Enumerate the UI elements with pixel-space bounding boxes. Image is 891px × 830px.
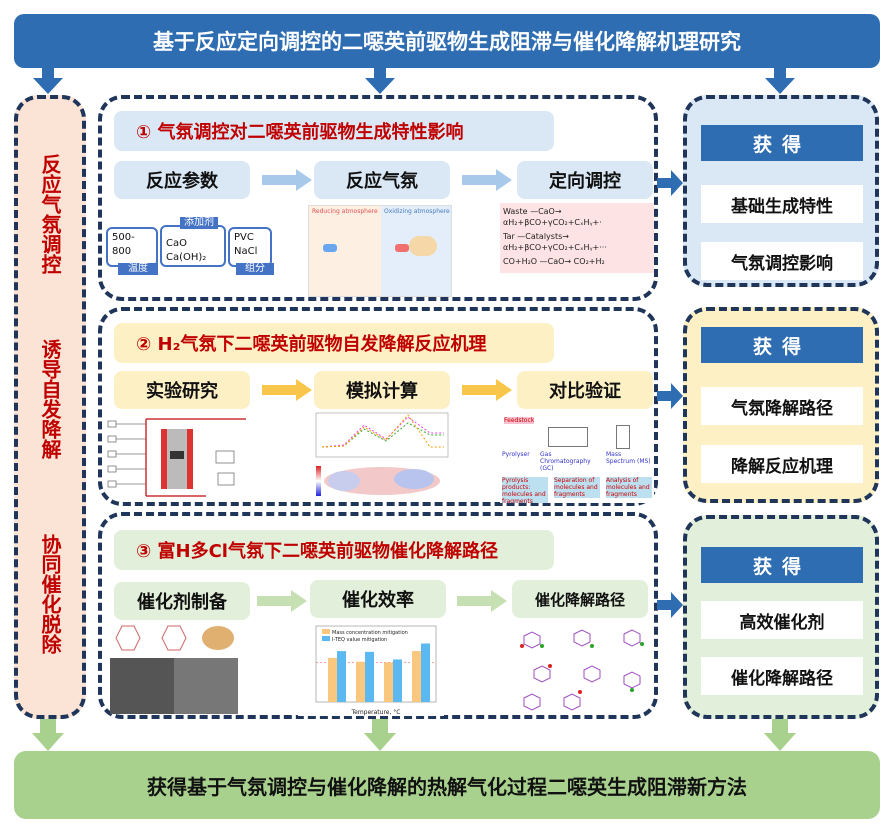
oxidizing-label: Oxidizing atmosphere — [384, 208, 450, 215]
experiment-setup-figure — [107, 418, 246, 497]
additive: CaO — [166, 238, 187, 249]
step-catalytic-efficiency: 催化效率 — [310, 580, 446, 618]
temp-label: 温度 — [118, 263, 158, 275]
bar — [328, 657, 337, 702]
simulation-figure — [315, 412, 449, 496]
bar — [356, 661, 365, 702]
degradation-pathway-figure — [520, 629, 644, 711]
bar — [421, 643, 430, 702]
equation: CO+H₂O —CaO→ CO₂+H₂ — [503, 257, 605, 266]
section-2: ② H₂气氛下二噁英前驱物自发降解反应机理 实验研究 模拟计算 对比验证 Fee… — [98, 307, 658, 506]
separation-label: Separation of molecules and fragments — [554, 477, 600, 498]
arrow-right-icon — [462, 169, 512, 191]
arrow-right-icon — [657, 383, 683, 409]
arrow-right-icon — [462, 379, 512, 401]
left-label-1: 反应气氛调控 — [38, 154, 62, 274]
additive: Ca(OH)₂ — [166, 252, 207, 263]
arrow-right-icon — [262, 379, 312, 401]
step-catalyst-prep: 催化剂制备 — [114, 582, 250, 620]
section-3: ③ 富H多Cl气氛下二噁英前驱物催化降解路径 催化剂制备 催化效率 催化降解路径… — [98, 512, 658, 719]
title-bar: 基于反应定向调控的二噁英前驱物生成阻滞与催化降解机理研究 — [14, 14, 880, 68]
step-reaction-atmosphere: 反应气氛 — [314, 161, 450, 199]
legend-swatch — [322, 629, 330, 634]
bar — [384, 662, 393, 702]
step-validation: 对比验证 — [517, 371, 653, 409]
result-item: 高效催化剂 — [701, 601, 863, 639]
step-experiment: 实验研究 — [114, 371, 250, 409]
left-label-3: 协同催化脱除 — [38, 534, 62, 654]
equation: Waste —CaO→ αH₂+βCO+γCO₂+CₓHᵧ+· — [503, 207, 602, 227]
catalyst-figure — [110, 622, 238, 714]
temp-value: 500- — [112, 232, 135, 243]
legend-swatch — [322, 636, 330, 641]
equation: Tar —Catalysts→ αH₂+βCO+γCO₂+CₓHᵧ+··· — [503, 232, 607, 252]
pyrolyser-label: Pyrolyser — [502, 451, 530, 458]
conclusion-bar: 获得基于气氛调控与催化降解的热解气化过程二噁英生成阻滞新方法 — [14, 751, 880, 819]
component: PVC — [234, 232, 254, 243]
arrow-right-icon — [262, 169, 312, 191]
result-head: 获得 — [701, 327, 863, 363]
products-label: Pyrolysis products: molecules and fragme… — [502, 477, 548, 503]
feedstock-label: Feedstock — [504, 417, 535, 424]
top-arrows — [33, 66, 795, 94]
bar — [412, 651, 421, 702]
atmosphere-figure: Reducing atmosphere Oxidizing atmosphere — [308, 205, 452, 297]
result-item: 气氛调控影响 — [701, 242, 863, 280]
chart-frame — [315, 625, 437, 703]
legend-label: I-TEQ value mitigation — [332, 637, 387, 643]
result-box-3: 获得 高效催化剂 催化降解路径 — [683, 515, 879, 719]
x-axis-label: Temperature, °C — [350, 709, 400, 716]
gc-label: Gas Chromatography (GC) — [540, 451, 591, 472]
step-degradation-path: 催化降解路径 — [512, 580, 648, 618]
section-1-title: ① 气氛调控对二噁英前驱物生成特性影响 — [114, 111, 554, 151]
reducing-label: Reducing atmosphere — [312, 208, 378, 215]
component-label: 组分 — [236, 263, 274, 275]
params-figure: 500- 800 温度 CaO Ca(OH)₂ 添加剂 PVC NaCl 组分 — [106, 207, 286, 295]
step-simulation: 模拟计算 — [314, 371, 450, 409]
arrow-right-icon — [657, 592, 683, 618]
result-head: 获得 — [701, 547, 863, 583]
arrow-right-icon — [257, 590, 307, 612]
left-label-2: 诱导自发降解 — [38, 339, 62, 459]
bar — [365, 651, 374, 702]
legend-label: Mass concentration mitigation — [332, 630, 408, 636]
result-item: 气氛降解路径 — [701, 387, 863, 425]
result-head: 获得 — [701, 125, 863, 161]
step-directional-control: 定向调控 — [517, 161, 653, 199]
arrow-right-icon — [657, 170, 683, 196]
bar — [393, 659, 402, 702]
validation-figure: Feedstock Pyrolyser Gas Chromatography (… — [500, 415, 654, 503]
ms-label: Mass Spectrum (MS) — [606, 451, 651, 465]
result-item: 催化降解路径 — [701, 657, 863, 695]
analysis-label: Analysis of molecules and fragments — [606, 477, 652, 498]
result-item: 降解反应机理 — [701, 445, 863, 483]
bottom-arrows — [32, 719, 796, 751]
component: NaCl — [234, 246, 258, 257]
result-item: 基础生成特性 — [701, 185, 863, 223]
section-3-title: ③ 富H多Cl气氛下二噁英前驱物催化降解路径 — [114, 530, 554, 570]
temp-value: 800 — [112, 246, 132, 257]
left-column: 反应气氛调控 诱导自发降解 协同催化脱除 — [14, 95, 86, 719]
step-reaction-params: 反应参数 — [114, 161, 250, 199]
additive-label: 添加剂 — [180, 217, 218, 229]
section-1: ① 气氛调控对二噁英前驱物生成特性影响 反应参数 反应气氛 定向调控 500- … — [98, 95, 658, 301]
result-box-1: 获得 基础生成特性 气氛调控影响 — [683, 95, 879, 287]
equations-figure: Waste —CaO→ αH₂+βCO+γCO₂+CₓHᵧ+· Tar —Cat… — [500, 203, 654, 273]
section-2-title: ② H₂气氛下二噁英前驱物自发降解反应机理 — [114, 323, 554, 363]
bar — [337, 651, 346, 702]
result-box-2: 获得 气氛降解路径 降解反应机理 — [683, 307, 879, 503]
arrow-right-icon — [457, 590, 507, 612]
